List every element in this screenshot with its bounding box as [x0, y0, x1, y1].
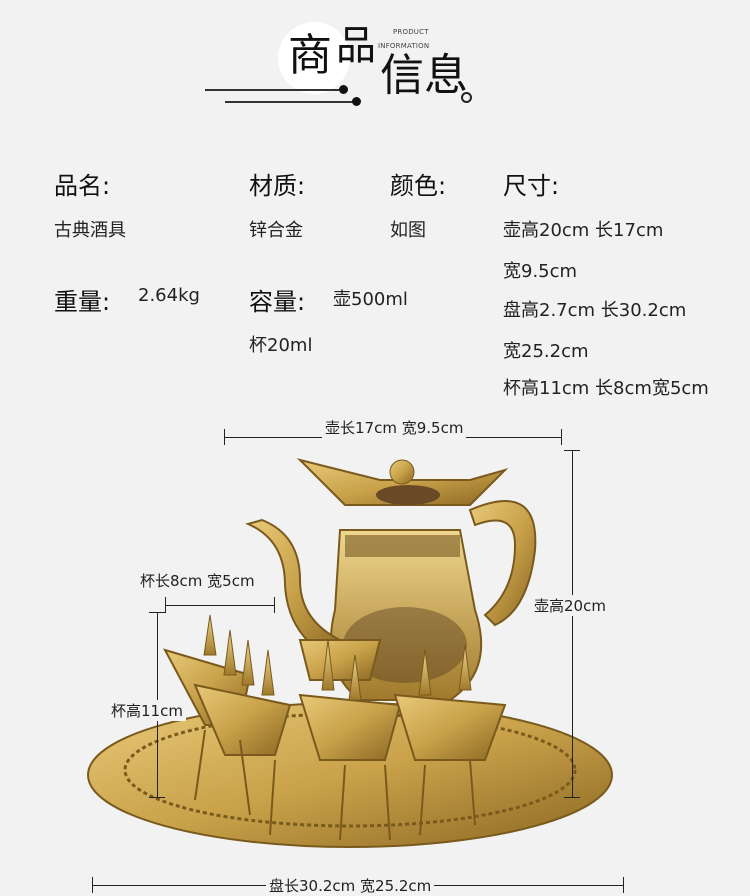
capacity-value-2: 杯20ml — [249, 335, 313, 356]
tray-width-tick-left — [92, 877, 93, 893]
header-line-dot-2 — [352, 97, 361, 106]
pot-height-tick-top — [564, 450, 580, 451]
tray-width-tick-right — [623, 877, 624, 893]
pot-lid — [376, 485, 440, 505]
wine-set-image — [87, 458, 613, 848]
material-label: 材质: — [249, 172, 306, 200]
header-line-top — [205, 89, 343, 91]
cup-height-tick-top — [149, 612, 165, 613]
title-circle — [278, 22, 350, 94]
material-value: 锌合金 — [249, 220, 303, 241]
pot-width-tick-left — [224, 429, 225, 445]
name-label: 品名: — [54, 172, 111, 200]
header-line-bottom — [225, 101, 355, 103]
cup-finials — [203, 614, 472, 701]
pot-knob — [389, 459, 415, 485]
header-subtitle-1: PRODUCT — [393, 28, 429, 36]
size-line-2: 宽9.5cm — [503, 261, 578, 282]
capacity-value-1: 壶500ml — [333, 289, 408, 310]
pot-height-line — [572, 450, 573, 797]
cup-width-tick-left — [165, 597, 166, 613]
header-subtitle-2: INFORMATION — [378, 42, 430, 50]
capacity-label: 容量: — [249, 288, 306, 316]
cup-width-tick-right — [274, 597, 275, 613]
cup-height-tick-bottom — [149, 797, 165, 798]
title-char-4: 息 — [424, 50, 468, 101]
title-char-2: 品 — [336, 23, 376, 69]
pot-width-label: 壶长17cm 宽9.5cm — [322, 417, 467, 438]
cups — [162, 639, 507, 841]
pot-band — [345, 535, 460, 557]
pot-height-tick-bottom — [564, 797, 580, 798]
title-char-1: 商 — [288, 30, 332, 81]
cup-width-label: 杯长8cm 宽5cm — [137, 570, 258, 591]
pot-width-tick-right — [561, 429, 562, 445]
title-char-3: 信 — [380, 50, 424, 101]
header-line-dot-1 — [339, 85, 348, 94]
title-ring — [461, 92, 472, 103]
size-line-4: 宽25.2cm — [503, 341, 589, 362]
cup-width-line — [165, 605, 275, 606]
size-line-5: 杯高11cm 长8cm宽5cm — [503, 378, 709, 399]
size-line-3: 盘高2.7cm 长30.2cm — [503, 300, 687, 321]
pot-handle — [468, 500, 537, 627]
pot-height-label: 壶高20cm — [531, 595, 609, 616]
size-line-1: 壶高20cm 长17cm — [503, 220, 664, 241]
cup-height-label: 杯高11cm — [108, 700, 186, 721]
pot-spout — [245, 518, 341, 664]
size-label: 尺寸: — [503, 172, 560, 200]
color-value: 如图 — [390, 220, 426, 241]
weight-value: 2.64kg — [138, 285, 200, 306]
name-value: 古典酒具 — [54, 220, 126, 241]
color-label: 颜色: — [390, 172, 447, 200]
weight-label: 重量: — [54, 288, 111, 316]
tray-width-label: 盘长30.2cm 宽25.2cm — [266, 875, 435, 896]
